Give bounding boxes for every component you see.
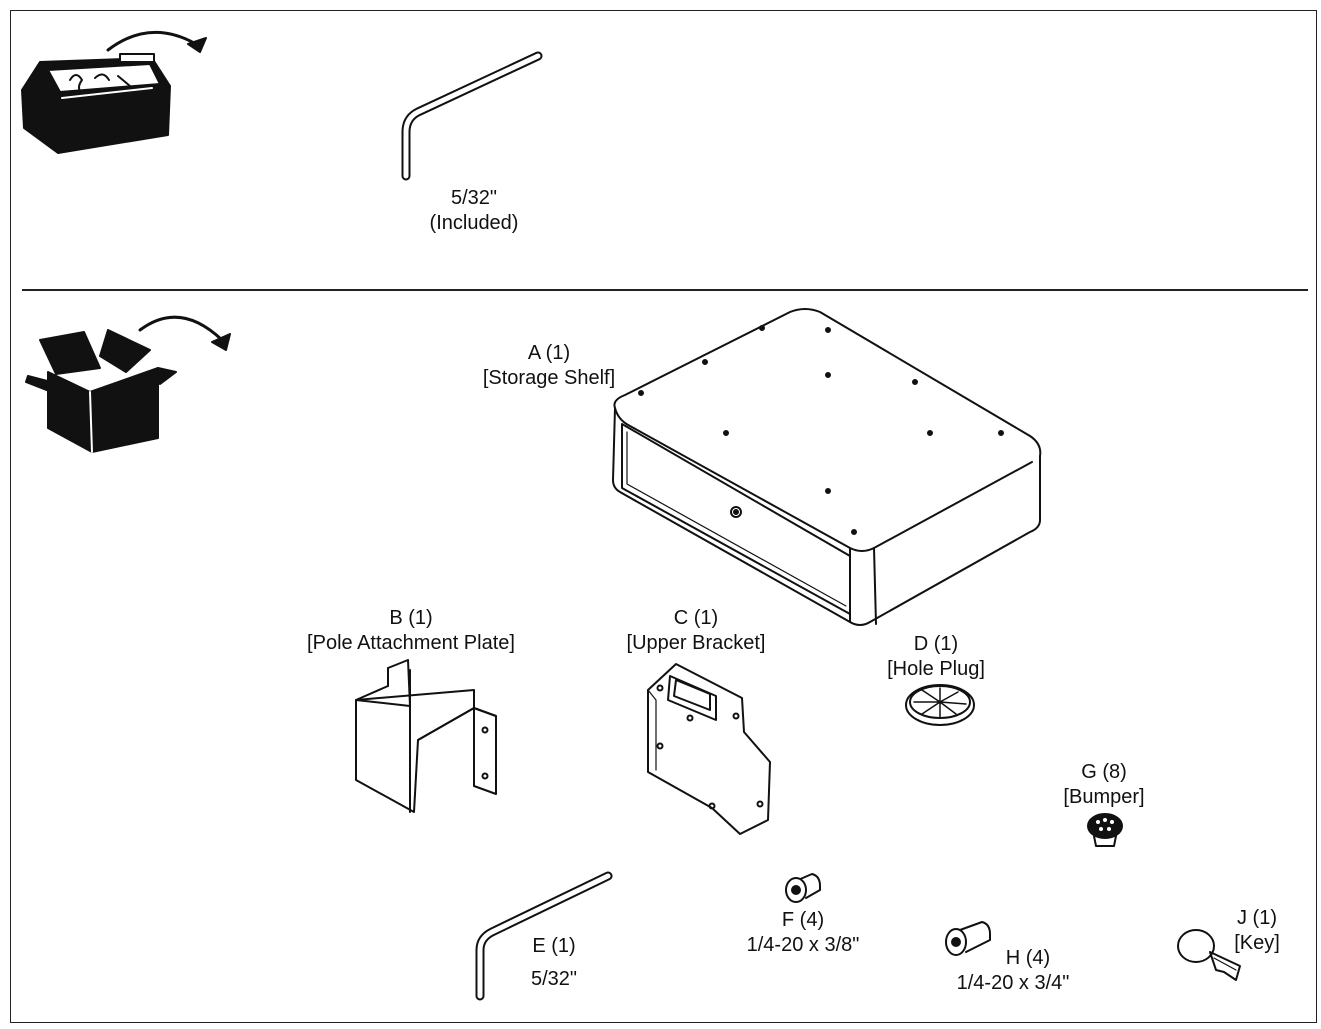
- part-e-id: E (1): [532, 935, 576, 957]
- hex-key-tool-label: 5/32" (Included): [424, 186, 524, 236]
- storage-shelf-drawing: [612, 308, 1042, 626]
- part-e-name: 5/32": [530, 968, 578, 990]
- part-c-id: C (1): [673, 607, 719, 629]
- hex-key-part-drawing: [475, 871, 613, 1001]
- part-g-id: G (8): [1081, 761, 1127, 783]
- short-screw-drawing: [785, 873, 821, 903]
- part-f-label: F (4) 1/4-20 x 3/8": [730, 908, 876, 958]
- upper-bracket-drawing: [647, 663, 771, 835]
- part-j-id: J (1): [1237, 907, 1277, 929]
- part-a-name: [Storage Shelf]: [482, 367, 616, 389]
- pole-attachment-plate-drawing: [355, 659, 497, 813]
- part-j-name: [Key]: [1234, 932, 1280, 954]
- part-b-id: B (1): [389, 607, 433, 629]
- part-g-label: G (8) [Bumper]: [1052, 760, 1156, 810]
- part-j-label: J (1) [Key]: [1222, 906, 1292, 956]
- part-h-name: 1/4-20 x 3/4": [956, 972, 1070, 994]
- part-a-id: A (1): [527, 342, 571, 364]
- part-d-label: D (1) [Hole Plug]: [876, 632, 996, 682]
- part-d-id: D (1): [913, 633, 959, 655]
- part-c-label: C (1) [Upper Bracket]: [612, 606, 780, 656]
- part-c-name: [Upper Bracket]: [626, 632, 766, 654]
- part-e-label: E (1) 5/32": [516, 934, 592, 992]
- part-a-label: A (1) [Storage Shelf]: [468, 341, 630, 391]
- package-box-icon: [25, 315, 231, 453]
- part-b-name: [Pole Attachment Plate]: [307, 632, 515, 654]
- hex-key-size: 5/32": [450, 187, 498, 209]
- part-h-label: H (4) 1/4-20 x 3/4": [940, 946, 1086, 996]
- section-divider: [22, 289, 1308, 291]
- toolbox-icon: [21, 30, 207, 154]
- hex-key-included-note: (Included): [429, 212, 519, 234]
- hex-key-tool-icon: [401, 51, 543, 181]
- part-f-id: F (4): [781, 909, 825, 931]
- part-h-id: H (4): [1005, 947, 1051, 969]
- hole-plug-drawing: [905, 684, 975, 726]
- key-drawing: [1177, 929, 1241, 981]
- bumper-drawing: [1087, 813, 1123, 847]
- part-b-label: B (1) [Pole Attachment Plate]: [286, 606, 536, 656]
- part-f-name: 1/4-20 x 3/8": [746, 934, 860, 956]
- diagram-frame: [10, 10, 1317, 1023]
- part-d-name: [Hole Plug]: [887, 658, 985, 680]
- long-screw-drawing: [945, 921, 991, 956]
- part-g-name: [Bumper]: [1063, 786, 1145, 808]
